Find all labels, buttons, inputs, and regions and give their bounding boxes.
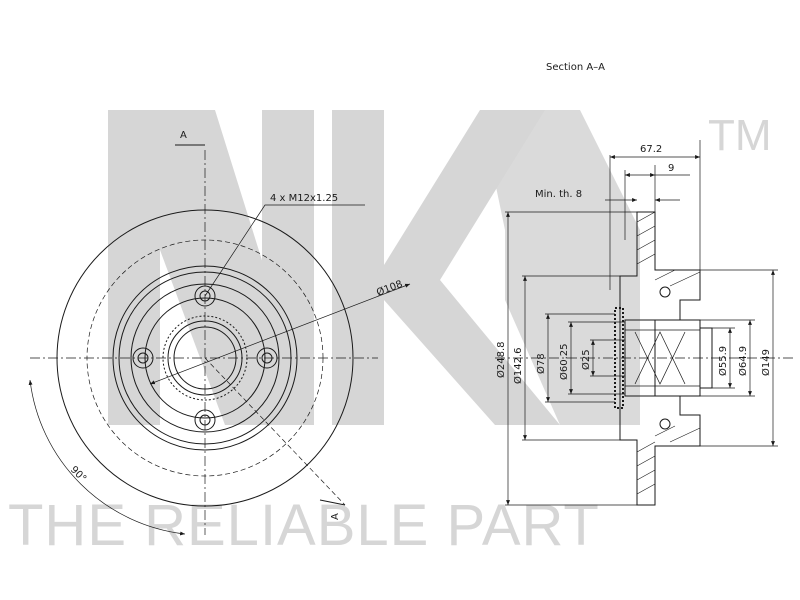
trademark-watermark: TM bbox=[708, 111, 772, 160]
dim-hub-small: Ø55.9 bbox=[717, 346, 729, 376]
dim-hub-outer: Ø149 bbox=[760, 349, 772, 376]
dim-min-thickness: Min. th. 8 bbox=[535, 189, 582, 200]
dim-bore: Ø25 bbox=[580, 349, 592, 370]
tagline-watermark: THE RELIABLE PART bbox=[8, 493, 600, 558]
dim-flange-offset: 9 bbox=[668, 163, 674, 174]
bolt-callout: 4 x M12x1.25 bbox=[270, 193, 338, 204]
section-view: Section A–A bbox=[495, 62, 795, 506]
disc-section bbox=[614, 211, 713, 506]
dim-bearing-seat: Ø60.25 bbox=[558, 344, 570, 381]
section-mark-top: A bbox=[180, 130, 187, 141]
dim-friction-inner: Ø142.6 bbox=[512, 348, 524, 385]
angle-label: 90° bbox=[68, 464, 88, 484]
section-mark-bottom: A bbox=[330, 513, 341, 520]
dim-outer-diameter: Ø248.8 bbox=[495, 342, 507, 379]
section-title: Section A–A bbox=[546, 62, 605, 73]
dim-hub-mid: Ø64.9 bbox=[737, 346, 749, 376]
front-view: A A 4 x M12x1.25 Ø108 90° bbox=[28, 130, 411, 536]
dim-overall-height: 67.2 bbox=[640, 144, 662, 155]
dim-hat: Ø78 bbox=[535, 353, 547, 374]
